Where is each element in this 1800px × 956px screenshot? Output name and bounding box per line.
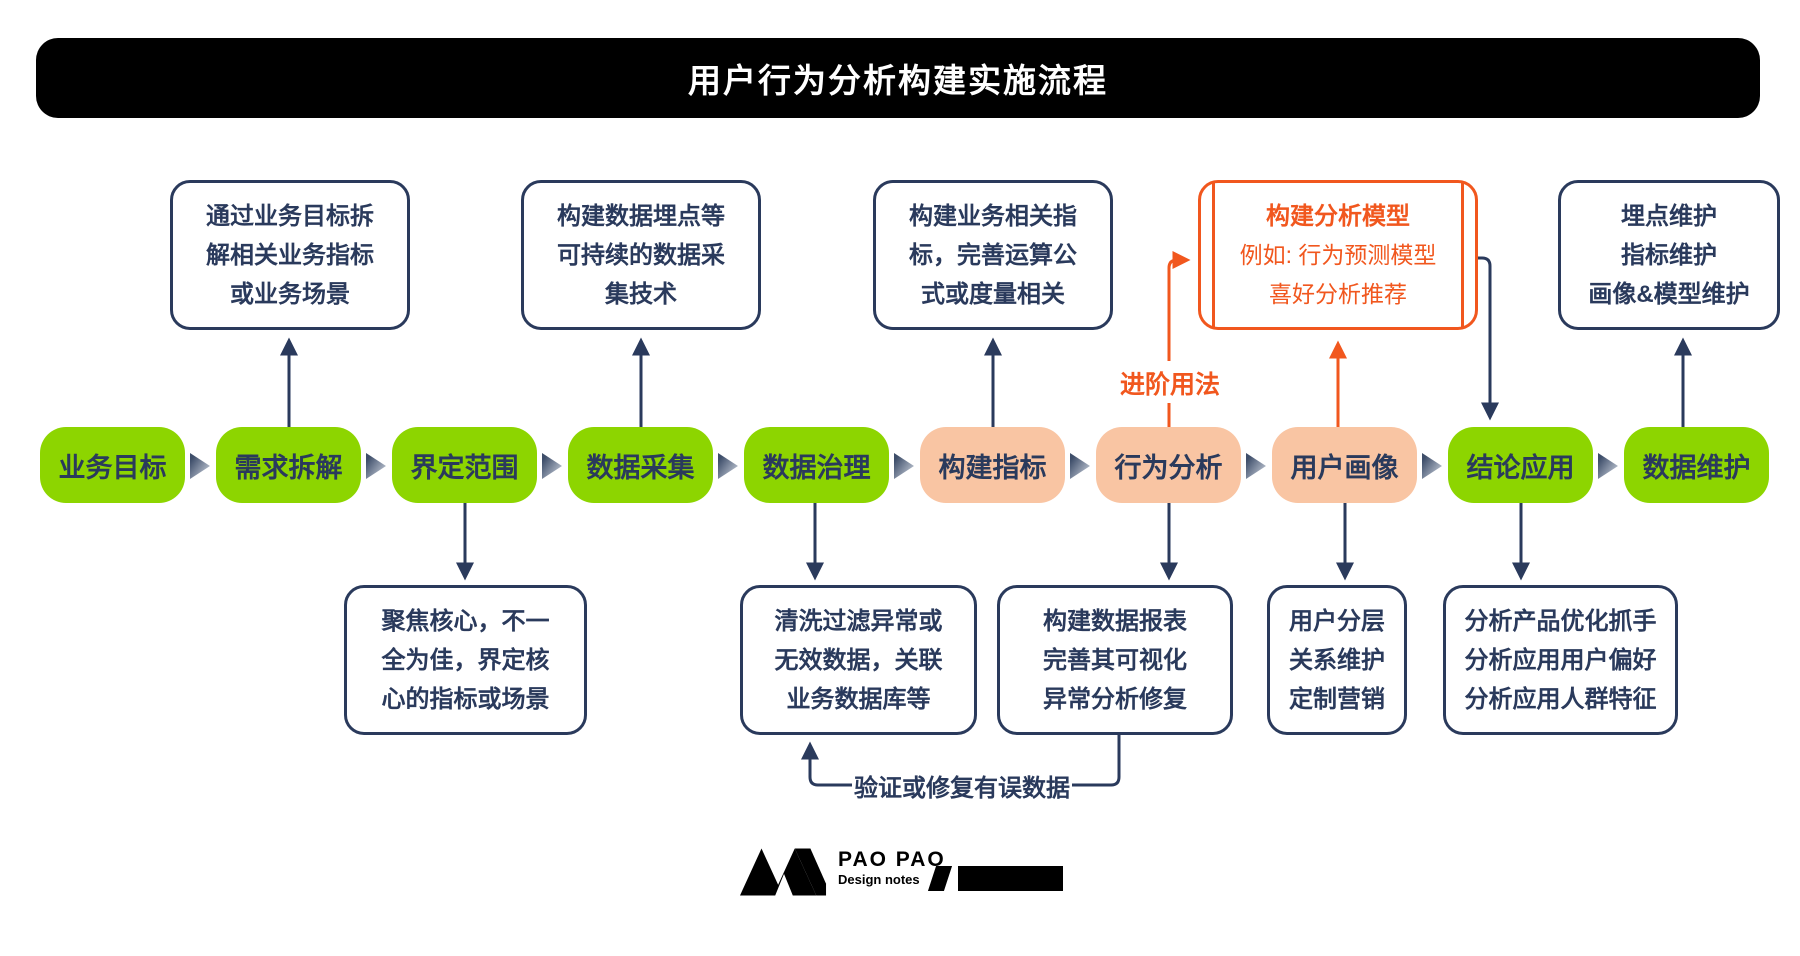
callout-line: 关系维护: [1289, 646, 1385, 674]
callout-line: 构建数据埋点等: [557, 202, 725, 230]
callout-scope-note: 聚焦核心，不一 全为佳，界定核 心的指标或场景: [344, 585, 587, 735]
title-bar: 用户行为分析构建实施流程: [36, 38, 1760, 118]
connector-model-to-conclusion: [1477, 256, 1499, 421]
callout-line: 构建数据报表: [1043, 607, 1187, 635]
callout-analysis-model: 构建分析模型 例如: 行为预测模型 喜好分析推荐: [1198, 180, 1478, 330]
callout-segmentation-note: 用户分层 关系维护 定制营销: [1267, 585, 1407, 735]
flow-step-define-scope: 界定范围: [392, 427, 537, 503]
flow-arrow-icon: [1246, 453, 1266, 479]
callout-line: 清洗过滤异常或: [774, 607, 943, 635]
callout-application-note: 分析产品优化抓手 分析应用用户偏好 分析应用人群特征: [1443, 585, 1678, 735]
callout-line: 式或度量相关: [921, 280, 1065, 308]
flow-step-demand-breakdown: 需求拆解: [216, 427, 361, 503]
callout-line: 或业务场景: [230, 280, 350, 308]
flow-step-label: 界定范围: [410, 452, 519, 483]
callout-collection-note: 构建数据埋点等 可持续的数据采 集技术: [521, 180, 761, 330]
callout-line: 分析产品优化抓手: [1464, 607, 1657, 635]
flow-step-data-maintenance: 数据维护: [1624, 427, 1769, 503]
flow-step-label: 行为分析: [1114, 452, 1223, 483]
callout-line: 业务数据库等: [786, 685, 931, 713]
connector-verify-left: [801, 741, 852, 787]
logo: PAO PAO Design notes: [740, 844, 946, 902]
callout-cleaning-note: 清洗过滤异常或 无效数据，关联 业务数据库等: [740, 585, 977, 735]
flow-step-label: 结论应用: [1466, 452, 1575, 483]
callout-line: 完善其可视化: [1043, 646, 1187, 674]
callout-line: 构建分析模型: [1266, 202, 1410, 230]
callout-report-note: 构建数据报表 完善其可视化 异常分析修复: [997, 585, 1233, 735]
flow-step-data-governance: 数据治理: [744, 427, 889, 503]
callout-line: 可持续的数据采: [557, 241, 725, 269]
flow-step-metric-building: 构建指标: [920, 427, 1065, 503]
advanced-usage-label: 进阶用法: [1119, 371, 1220, 399]
flow-step-label: 需求拆解: [234, 452, 343, 483]
flow-arrow-icon: [366, 453, 386, 479]
callout-line: 全为佳，界定核: [381, 646, 550, 674]
flow-arrow-icon: [1598, 453, 1618, 479]
flow-step-label: 数据采集: [586, 452, 695, 483]
callout-line: 定制营销: [1289, 685, 1385, 713]
flow-arrow-icon: [190, 453, 210, 479]
callout-line: 画像&模型维护: [1588, 280, 1750, 308]
flow-step-data-collection: 数据采集: [568, 427, 713, 503]
callout-demand-note: 通过业务目标拆 解相关业务指标 或业务场景: [170, 180, 410, 330]
callout-line: 通过业务目标拆: [206, 202, 374, 230]
double-edge-line: [1212, 183, 1215, 327]
callout-maintenance-note: 埋点维护 指标维护 画像&模型维护: [1558, 180, 1780, 330]
callout-line: 聚焦核心，不一: [381, 607, 550, 635]
flow-arrow-icon: [1070, 453, 1090, 479]
callout-line: 构建业务相关指: [909, 202, 1077, 230]
callout-metric-note: 构建业务相关指 标，完善运算公 式或度量相关: [873, 180, 1113, 330]
callout-line: 解相关业务指标: [206, 241, 374, 269]
callout-line: 喜好分析推荐: [1269, 280, 1407, 307]
callout-line: 埋点维护: [1621, 202, 1717, 230]
flow-step-user-profile: 用户画像: [1272, 427, 1417, 503]
flow-step-label: 业务目标: [58, 452, 167, 483]
paopao-logo-icon: [740, 848, 827, 896]
callout-line: 心的指标或场景: [381, 685, 550, 713]
flow-arrow-icon: [894, 453, 914, 479]
callout-line: 标，完善运算公: [909, 241, 1077, 269]
verify-fix-label: 验证或修复有误数据: [854, 774, 1070, 802]
double-edge-line: [1461, 183, 1464, 327]
callout-line: 无效数据，关联: [774, 646, 943, 674]
flow-step-label: 用户画像: [1290, 452, 1399, 483]
logo-subtitle: Design notes: [838, 872, 920, 887]
callout-line: 指标维护: [1621, 241, 1717, 269]
connector-advanced-elbow: [1167, 251, 1191, 361]
flow-arrow-icon: [542, 453, 562, 479]
flow-step-conclusion-application: 结论应用: [1448, 427, 1593, 503]
connector-verify-right: [1072, 735, 1121, 787]
flow-step-label: 数据维护: [1642, 452, 1751, 483]
callout-line: 分析应用用户偏好: [1464, 646, 1657, 674]
flow-step-behavior-analysis: 行为分析: [1096, 427, 1241, 503]
callout-line: 用户分层: [1289, 607, 1385, 635]
logo-name: PAO PAO: [838, 848, 946, 871]
flow-step-label: 构建指标: [938, 452, 1047, 483]
callout-line: 分析应用人群特征: [1464, 685, 1657, 713]
logo-bar: [958, 866, 1063, 891]
callout-line: 集技术: [605, 280, 677, 308]
callout-line: 例如: 行为预测模型: [1239, 241, 1437, 268]
flow-step-label: 数据治理: [762, 452, 871, 483]
page-title: 用户行为分析构建实施流程: [688, 62, 1108, 99]
flow-step-business-goal: 业务目标: [40, 427, 185, 503]
flow-arrow-icon: [1422, 453, 1442, 479]
flow-arrow-icon: [718, 453, 738, 479]
logo-text: PAO PAO Design notes: [838, 844, 946, 888]
callout-line: 异常分析修复: [1043, 685, 1187, 713]
